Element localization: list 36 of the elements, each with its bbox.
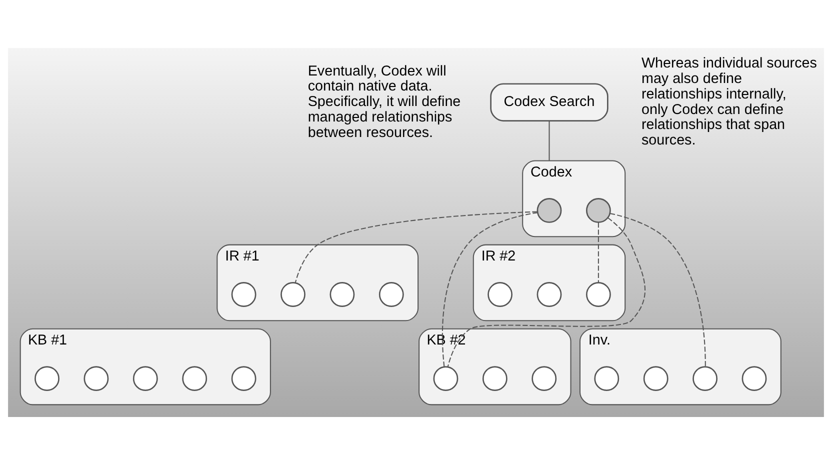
- connector: [294, 211, 538, 283]
- node-circle: [378, 282, 404, 307]
- node-circle: [132, 366, 158, 392]
- connector: [442, 212, 538, 367]
- node-circle: [488, 282, 512, 307]
- cluster: KB #2: [418, 328, 572, 406]
- node-circle: [532, 366, 557, 392]
- node-circle: [84, 366, 109, 392]
- cluster: IR #2: [472, 244, 626, 322]
- node-circle: [182, 366, 208, 392]
- node-circle: [280, 282, 306, 307]
- node-circle: [330, 282, 355, 307]
- node-circle: [433, 366, 458, 392]
- node-circle: [643, 366, 668, 392]
- node-box: Codex Search: [490, 83, 608, 122]
- cluster: Codex: [522, 160, 626, 238]
- node-circle: [536, 198, 562, 223]
- node-circle: [34, 366, 60, 392]
- node-circle: [231, 366, 256, 392]
- connector: [548, 120, 550, 161]
- node-circle: [586, 198, 611, 223]
- node-circle: [231, 282, 256, 307]
- label: Eventually, Codex will contain native data. Specifically, it will define managed relationships between resources.: [308, 63, 461, 141]
- connector: [598, 222, 599, 283]
- cluster: IR #1: [216, 244, 419, 322]
- node-circle: [692, 366, 718, 392]
- connector: [610, 212, 706, 366]
- node-circle: [536, 282, 562, 307]
- node-circle: [742, 366, 767, 392]
- node-circle: [586, 282, 611, 307]
- label: Whereas individual sources may also define relationships internally, only Codex can define relationships that span sources.: [642, 56, 817, 149]
- node-circle: [594, 366, 620, 392]
- cluster: Inv.: [579, 328, 782, 406]
- node-circle: [482, 366, 508, 392]
- connector: [447, 217, 646, 368]
- cluster: KB #1: [20, 328, 271, 406]
